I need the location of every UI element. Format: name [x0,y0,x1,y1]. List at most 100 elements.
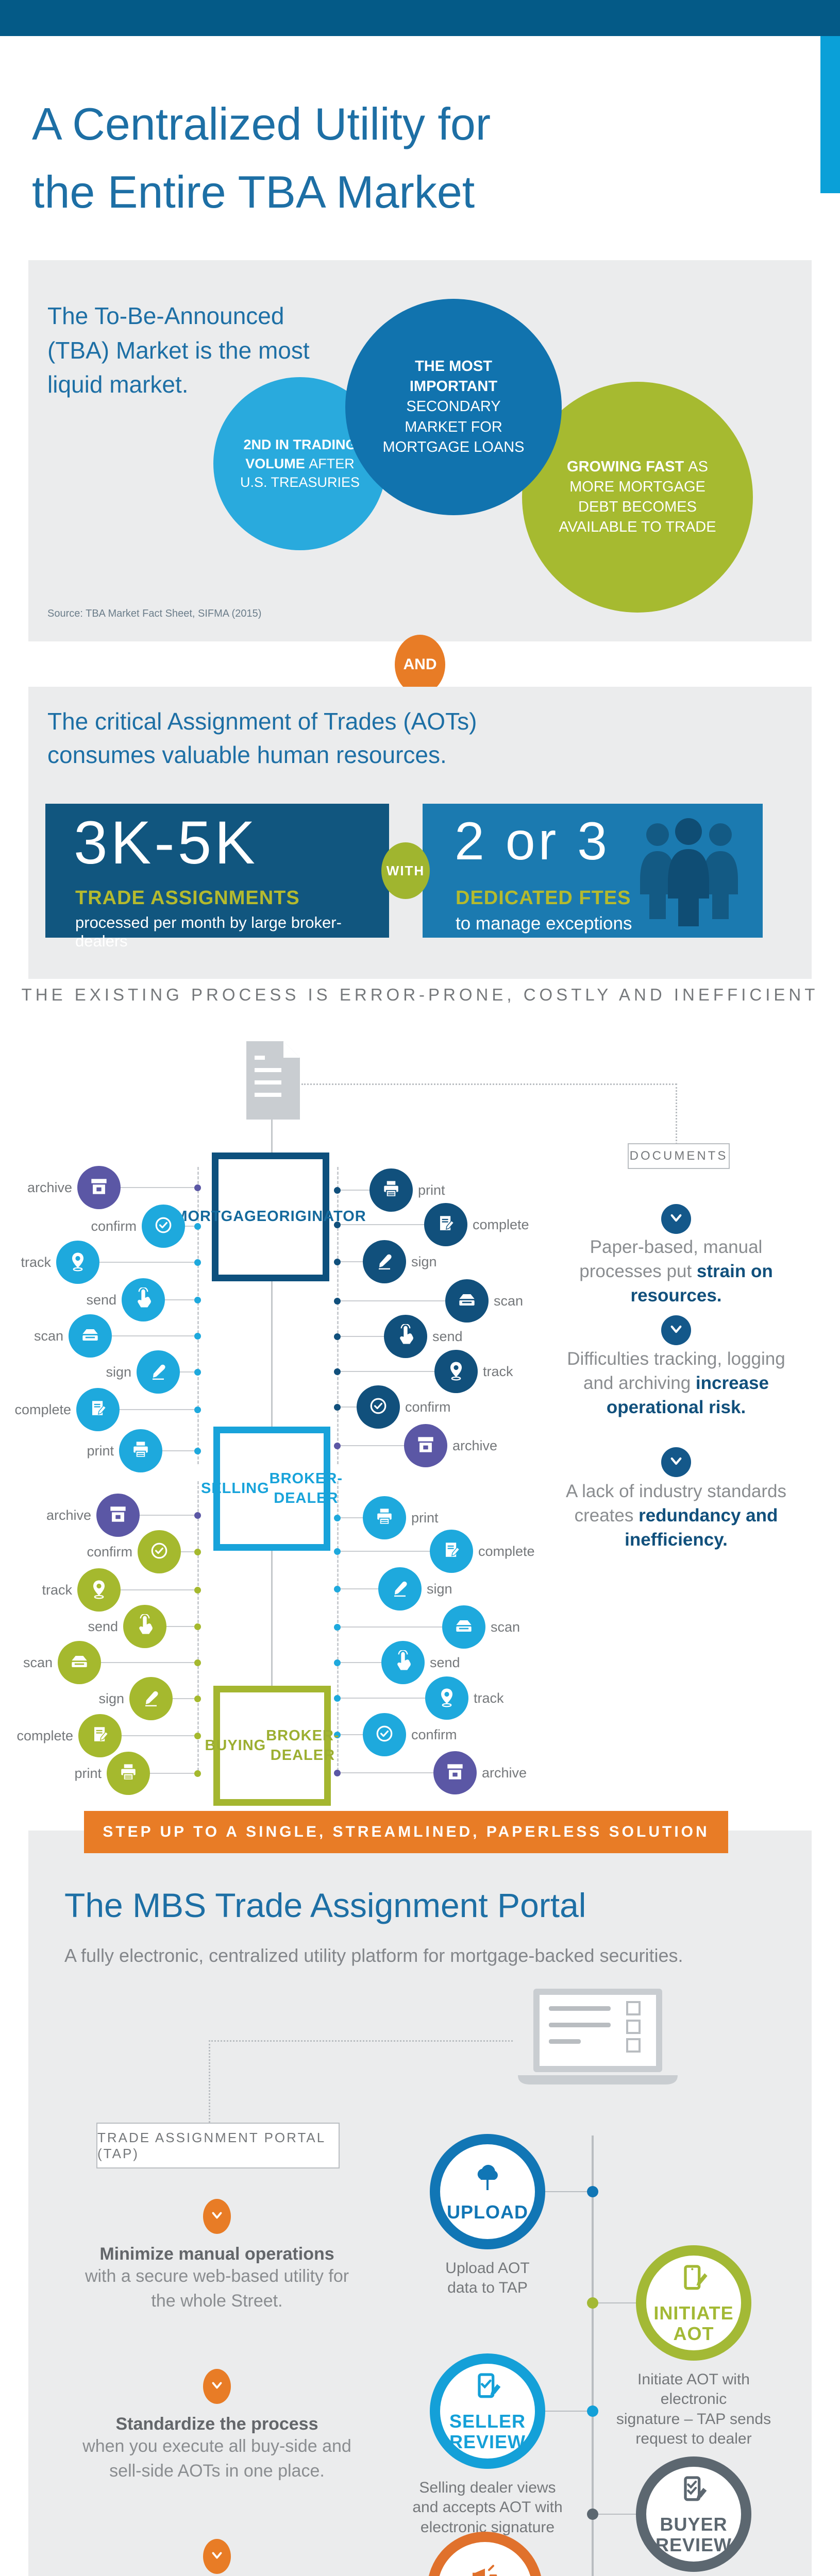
flow-step-archive [404,1424,447,1467]
flow-connector [337,1445,426,1446]
rail-dot [334,1659,341,1666]
rail-dot [334,1695,341,1702]
timeline-caption-line: Upload AOT [445,2260,530,2277]
flow-connector [99,1187,197,1188]
rail-dot [194,1297,201,1303]
rail-dot [334,1770,341,1776]
print-icon [129,1438,152,1464]
venn-text-bold: GROWING FAST [567,458,688,475]
flow-step-complete [78,1714,122,1757]
insight-normal: Paper-based, manual processes put [579,1237,763,1281]
stat-desc: processed per month by large broker-deal… [75,913,342,950]
flow-connector [337,1662,403,1663]
intro-heading-line: liquid market. [47,371,189,398]
flow-step-label: archive [482,1765,527,1781]
send-icon [132,1286,155,1313]
chevron-down-icon [666,1451,686,1474]
stat-value: 3K-5K [74,809,258,877]
header-bar [0,0,840,36]
flow-connector [337,1551,451,1552]
phone-check-icon [471,2370,504,2406]
phone-doublecheck-icon [677,2473,710,2509]
flow-step-label: confirm [87,1544,132,1560]
confirm-icon [373,1722,396,1748]
sign-icon [140,1686,162,1711]
timeline-caption-line: and accepts AOT with [412,2499,563,2516]
stat-value: 2 or 3 [455,811,610,871]
flow-step-label: send [88,1619,118,1634]
flow-connector [337,1224,446,1225]
confirm-icon [152,1214,175,1239]
flow-step-track [77,1568,121,1612]
flow-connector [337,1734,384,1735]
rail-dot [334,1515,341,1521]
insight-text: Paper-based, manual processes put strain… [550,1235,802,1308]
chevron-down-icon [208,2376,226,2397]
flow-connector [90,1335,197,1336]
flow-step-label: confirm [405,1399,451,1415]
venn-text: 2ND IN TRADING VOLUME AFTER U.S. TREASUR… [236,435,364,492]
aot-heading-line: consumes valuable human resources. [47,741,447,769]
track-icon [88,1578,110,1603]
venn-circle-most-important: THE MOST IMPORTANT SECONDARY MARKET FOR … [345,299,562,515]
flow-step-label: print [74,1766,102,1781]
sign-icon [389,1577,411,1602]
benefit-line: with a secure web-based utility for [85,2266,349,2286]
stat-label: TRADE ASSIGNMENTS [75,887,300,909]
stat-desc: to manage exceptions [456,913,632,934]
node-label-line: MORTGAGE [175,1208,267,1225]
flow-connector [337,1588,400,1589]
insight-text: Difficulties tracking, logging and archi… [550,1347,802,1420]
scan-icon [68,1650,91,1675]
flow-step-label: complete [478,1544,535,1559]
flow-step-sign [129,1677,173,1720]
chevron-down-icon [208,2546,226,2567]
track-icon [435,1686,458,1711]
archive-icon [107,1503,129,1528]
flow-connector [118,1515,197,1516]
flow-connector [145,1626,197,1627]
complete-icon [434,1212,457,1238]
page-title: A Centralized Utility for the Entire TBA… [32,90,491,226]
timeline-step-upload: UPLOAD [430,2134,545,2249]
flow-step-label: scan [33,1328,63,1344]
flow-step-label: archive [452,1438,498,1453]
aot-heading: The critical Assignment of Trades (AOTs)… [47,705,477,772]
venn-text: THE MOST IMPORTANT SECONDARY MARKET FOR … [376,357,531,457]
benefit-chevron [203,2539,231,2574]
flow-step-label: send [430,1655,460,1670]
rail-dot [334,1333,341,1340]
rail-dot [194,1406,201,1413]
rail-dot [334,1404,341,1411]
chevron-circle [661,1315,691,1345]
tap-label: TRADE ASSIGNMENT PORTAL (TAP) [96,2123,340,2168]
and-joiner: AND [395,635,445,694]
benefit-chevron [203,2199,231,2234]
print-icon [380,1178,402,1203]
flow-step-print [119,1429,162,1472]
flow-step-confirm [142,1205,185,1248]
rail-dot [194,1223,201,1230]
benefit-line: sell-side AOTs in one place. [109,2461,325,2481]
rail-dot [334,1222,341,1228]
flow-step-label: sign [106,1364,131,1380]
flow-step-label: track [21,1255,51,1270]
complete-icon [87,1397,109,1422]
flow-connector [99,1589,197,1590]
track-icon [445,1359,467,1384]
venn-text-bold: 2ND IN TRADING VOLUME [243,437,357,471]
flow-step-complete [430,1530,473,1573]
flow-connector [151,1698,197,1699]
flow-step-label: print [418,1182,445,1198]
tap-connector-vertical [209,2040,210,2123]
flow-step-archive [96,1494,140,1537]
insight-bold: strain on resources. [630,1261,773,1306]
flow-step-label: track [483,1364,513,1379]
mbs-heading: The MBS Trade Assignment Portal [64,1886,586,1924]
flow-connector [143,1299,197,1300]
